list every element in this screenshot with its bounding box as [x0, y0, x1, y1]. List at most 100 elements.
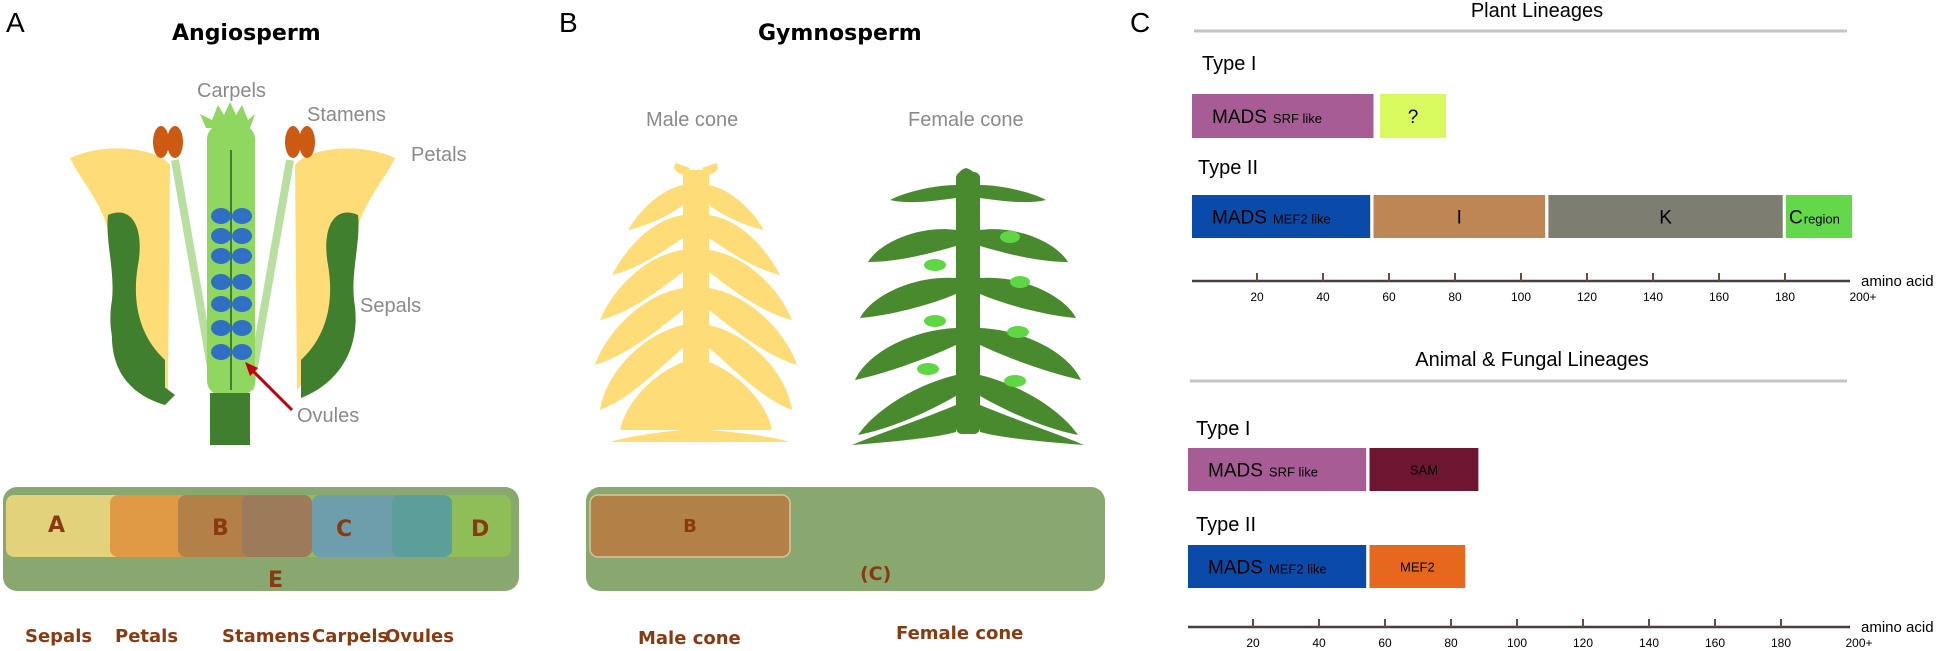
axis-tick-label: 40 — [1316, 290, 1330, 304]
domain-i-bar — [1373, 195, 1546, 238]
axis-tick-label: 200+ — [1845, 636, 1872, 650]
anther-left-b — [167, 126, 183, 158]
plant-amino-acid-axis: 20 40 60 80 100 120 140 160 180 200+amino acid — [1192, 273, 1934, 304]
axis-tick-label: 120 — [1577, 290, 1597, 304]
domain-label: Cregion — [1789, 208, 1840, 229]
gymno-box-b-letter: B — [683, 516, 697, 537]
box-b-letter: B — [212, 516, 229, 541]
axis-unit-label: amino acid — [1861, 619, 1934, 636]
domain-label: K — [1659, 208, 1672, 229]
ovules — [211, 208, 252, 360]
label-sepals: Sepals — [360, 295, 421, 317]
abcde-model — [3, 487, 519, 591]
male-cone-illustration — [595, 163, 797, 442]
axis-tick-label: 60 — [1378, 636, 1392, 650]
axis-tick-label: 60 — [1382, 290, 1396, 304]
box-a-letter: A — [48, 513, 65, 538]
ovule-arrow — [250, 368, 294, 412]
box-d-letter: D — [471, 517, 489, 542]
domain-sam-bar — [1369, 448, 1479, 491]
anther-right-b — [299, 126, 315, 158]
a-function-box — [6, 495, 143, 557]
whorl-label-ovules: Ovules — [385, 626, 454, 647]
axis-tick-label: 180 — [1771, 636, 1791, 650]
label-female-cone: Female cone — [908, 109, 1024, 131]
axis-tick-label: 140 — [1643, 290, 1663, 304]
box-c-letter: C — [336, 517, 352, 542]
animal-amino-acid-axis: 20 40 60 80 100 120 140 160 180 200+amino acid — [1188, 619, 1934, 650]
axis-tick-label: 80 — [1444, 636, 1458, 650]
domain-label: ? — [1408, 107, 1419, 128]
bottom-label-female-cone: Female cone — [896, 623, 1023, 644]
receptacle — [210, 393, 250, 445]
axis-tick-label: 20 — [1246, 636, 1260, 650]
axis-tick-label: 100 — [1511, 290, 1531, 304]
b-function-box-gymno — [589, 494, 791, 558]
gymnosperm-model — [586, 487, 1105, 591]
whorl-label-petals: Petals — [115, 626, 178, 647]
axis-tick-label: 40 — [1312, 636, 1326, 650]
female-cone-illustration — [852, 168, 1084, 445]
anther-left-a — [153, 126, 169, 158]
whorl-label-carpels: Carpels — [312, 626, 388, 647]
domain-k-bar — [1548, 195, 1783, 238]
domain-mef2-bar — [1369, 545, 1466, 588]
domain-unknown-bar — [1380, 94, 1447, 138]
label-ovules: Ovules — [297, 405, 359, 427]
panel-c-letter: C — [1130, 7, 1150, 38]
animal-type2-label: Type II — [1196, 514, 1256, 536]
axis-tick-label: 140 — [1639, 636, 1659, 650]
panel-b-letter: B — [559, 7, 578, 38]
whorl-label-sepals: Sepals — [25, 626, 92, 647]
axis-tick-label: 120 — [1573, 636, 1593, 650]
plant-type1-label: Type I — [1202, 53, 1256, 75]
sepal-right — [301, 212, 359, 398]
d-function-box — [452, 495, 511, 557]
domain-mads-bar — [1192, 195, 1371, 238]
gymnosperm-title: Gymnosperm — [758, 21, 922, 46]
gymno-box-c-letter: (C) — [860, 563, 891, 585]
bottom-label-male-cone: Male cone — [638, 628, 741, 649]
domain-mads-bar — [1192, 94, 1374, 138]
panel-a-letter: A — [6, 7, 25, 38]
axis-tick-label: 180 — [1775, 290, 1795, 304]
anther-right-a — [285, 126, 301, 158]
animal-type1-label: Type I — [1196, 418, 1250, 440]
whorl-label-stamens: Stamens — [222, 626, 310, 647]
axis-tick-label: 200+ — [1849, 290, 1876, 304]
axis-tick-label: 80 — [1448, 290, 1462, 304]
axis-tick-label: 20 — [1250, 290, 1264, 304]
domain-label: SAM — [1410, 463, 1438, 478]
label-stamens: Stamens — [307, 104, 386, 126]
angiosperm-title: Angiosperm — [172, 21, 321, 46]
box-e-letter: E — [268, 568, 283, 593]
female-cone-ovules — [917, 231, 1030, 387]
label-petals: Petals — [411, 144, 467, 166]
domain-label: MEF2 — [1400, 560, 1435, 575]
axis-tick-label: 100 — [1507, 636, 1527, 650]
flower-illustration — [70, 102, 395, 445]
stamen-filament-right — [246, 159, 294, 391]
axis-unit-label: amino acid — [1861, 273, 1934, 290]
axis-tick-label: 160 — [1705, 636, 1725, 650]
axis-tick-label: 160 — [1709, 290, 1729, 304]
stigma — [200, 102, 255, 128]
label-carpels: Carpels — [197, 80, 266, 102]
label-male-cone: Male cone — [646, 109, 738, 131]
plant-type2-label: Type II — [1198, 157, 1258, 179]
domain-mads-bar — [1188, 448, 1367, 491]
domain-label: I — [1457, 208, 1462, 229]
domain-c-bar — [1786, 195, 1852, 238]
animal-lineages-title: Animal & Fungal Lineages — [1415, 349, 1648, 371]
plant-lineages-title: Plant Lineages — [1471, 0, 1603, 22]
domain-mads-bar — [1188, 545, 1367, 588]
